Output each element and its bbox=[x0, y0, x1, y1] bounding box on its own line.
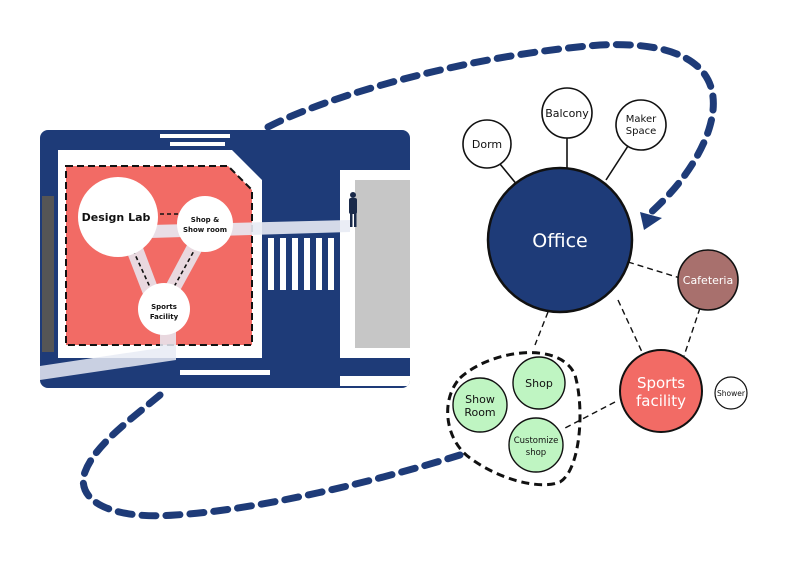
customize-shop-label-2: shop bbox=[526, 448, 546, 458]
sports-facility-label-1: Sports bbox=[637, 374, 685, 392]
dorm-label: Dorm bbox=[472, 138, 502, 151]
dashed-links bbox=[534, 261, 701, 429]
connection-loop-path bbox=[79, 41, 717, 520]
show-room-label-2: Room bbox=[464, 406, 495, 419]
cafeteria-bubble bbox=[677, 249, 739, 311]
show-room-label-1: Show bbox=[465, 393, 495, 406]
retail-cluster-outline bbox=[446, 351, 582, 487]
plan-walkway-bottom bbox=[40, 330, 176, 380]
dorm-bubble bbox=[462, 119, 512, 169]
shop-label: Shop bbox=[525, 377, 553, 390]
plan-bottom-wall bbox=[180, 370, 270, 375]
plan-label-shop-1: Shop & bbox=[191, 216, 219, 224]
office-bubble bbox=[486, 166, 634, 314]
plan-grey-area bbox=[355, 180, 410, 348]
loop-arrowhead bbox=[640, 212, 662, 230]
plan-crosswalk bbox=[268, 238, 334, 290]
shower-label: Shower bbox=[717, 389, 746, 398]
plan-design-lab-circle bbox=[78, 177, 158, 257]
show-room-bubble bbox=[452, 377, 508, 433]
balcony-bubble bbox=[541, 87, 593, 139]
floor-plan bbox=[40, 130, 410, 388]
maker-space-label-2: Space bbox=[626, 126, 656, 137]
plan-dark-strip bbox=[42, 196, 54, 352]
customize-shop-bubble bbox=[508, 417, 564, 473]
plan-sports-circle bbox=[138, 283, 190, 335]
plan-bottom-right-wall bbox=[340, 376, 410, 386]
plan-label-design-lab: Design Lab bbox=[82, 211, 151, 224]
plan-label-sports-2: Facility bbox=[150, 313, 179, 321]
shop-bubble bbox=[512, 356, 566, 410]
plan-shop-circle bbox=[177, 196, 233, 252]
maker-space-bubble bbox=[615, 99, 667, 151]
person-figure-icon bbox=[349, 192, 357, 227]
plan-label-shop-2: Show room bbox=[183, 226, 227, 234]
plan-top-wall-1 bbox=[160, 134, 230, 138]
sports-facility-label-2: facility bbox=[636, 392, 686, 410]
maker-space-label-1: Maker bbox=[626, 114, 657, 125]
plan-top-wall-2 bbox=[170, 142, 225, 146]
sports-facility-bubble bbox=[619, 349, 703, 433]
shower-bubble bbox=[714, 376, 748, 410]
office-label: Office bbox=[532, 230, 587, 252]
cafeteria-label: Cafeteria bbox=[683, 274, 733, 287]
plan-label-sports-1: Sports bbox=[151, 303, 177, 311]
customize-shop-label-1: Customize bbox=[514, 436, 559, 446]
balcony-label: Balcony bbox=[545, 107, 589, 120]
plan-room-dashed-border bbox=[65, 165, 253, 346]
